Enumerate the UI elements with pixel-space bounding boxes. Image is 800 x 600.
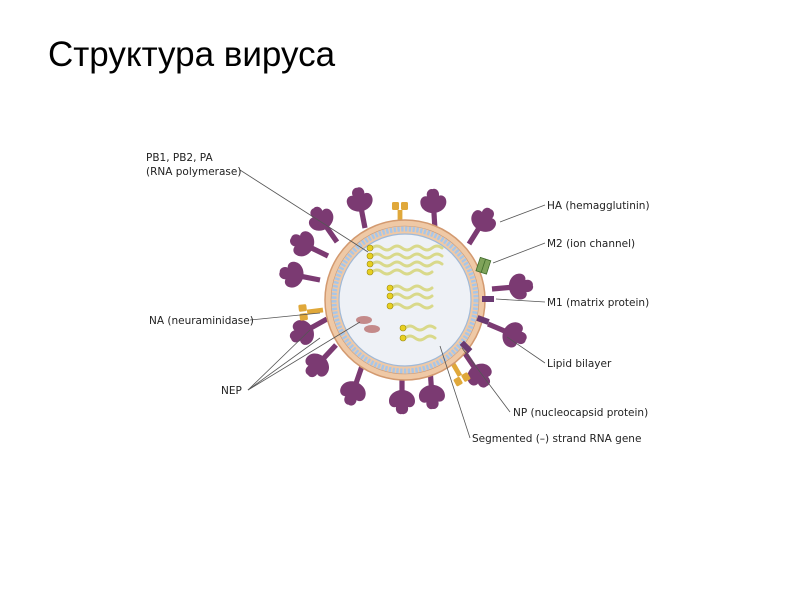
label-nep: NEP xyxy=(221,385,242,397)
m1-matrix xyxy=(459,296,494,354)
rna-segment xyxy=(390,302,434,310)
ha-spike xyxy=(490,272,535,302)
ha-spike xyxy=(482,312,531,353)
rna-segment xyxy=(403,324,437,332)
label-m1: M1 (matrix protein) xyxy=(547,297,649,309)
rna-segments xyxy=(370,244,444,342)
ha-spike xyxy=(277,259,323,293)
label-lipid: Lipid bilayer xyxy=(547,358,612,370)
m1-block xyxy=(482,296,494,302)
ha-spike xyxy=(344,185,378,231)
slide-title: Структура вируса xyxy=(48,35,336,74)
label-rna: Segmented (–) strand RNA gene xyxy=(472,433,641,445)
rna-segment xyxy=(370,252,444,260)
rna-segment xyxy=(390,284,434,292)
m1-block xyxy=(476,315,490,325)
rna-segment xyxy=(390,292,434,300)
rna-segment xyxy=(370,268,434,276)
nep-protein xyxy=(364,325,380,333)
rna-segment xyxy=(370,260,444,268)
m2-channel xyxy=(475,257,492,275)
m1-block xyxy=(459,340,473,354)
ha-spike xyxy=(457,202,502,251)
label-polymerase: (RNA polymerase) xyxy=(146,166,241,178)
viral-core xyxy=(338,233,472,367)
label-np: NP (nucleocapsid protein) xyxy=(513,407,648,419)
label-pb1: PB1, PB2, PA xyxy=(146,152,213,164)
label-ha: HA (hemagglutinin) xyxy=(547,200,650,212)
rna-segment xyxy=(370,244,444,252)
label-na: NA (neuraminidase) xyxy=(149,315,254,327)
rna-segment xyxy=(403,334,437,342)
leader-lines xyxy=(239,169,546,439)
rna-polymerase-dots xyxy=(366,244,407,342)
ha-spike xyxy=(285,226,334,268)
label-m2: M2 (ion channel) xyxy=(547,238,635,250)
lipid-bilayer xyxy=(331,226,479,374)
na-spike xyxy=(298,302,324,321)
